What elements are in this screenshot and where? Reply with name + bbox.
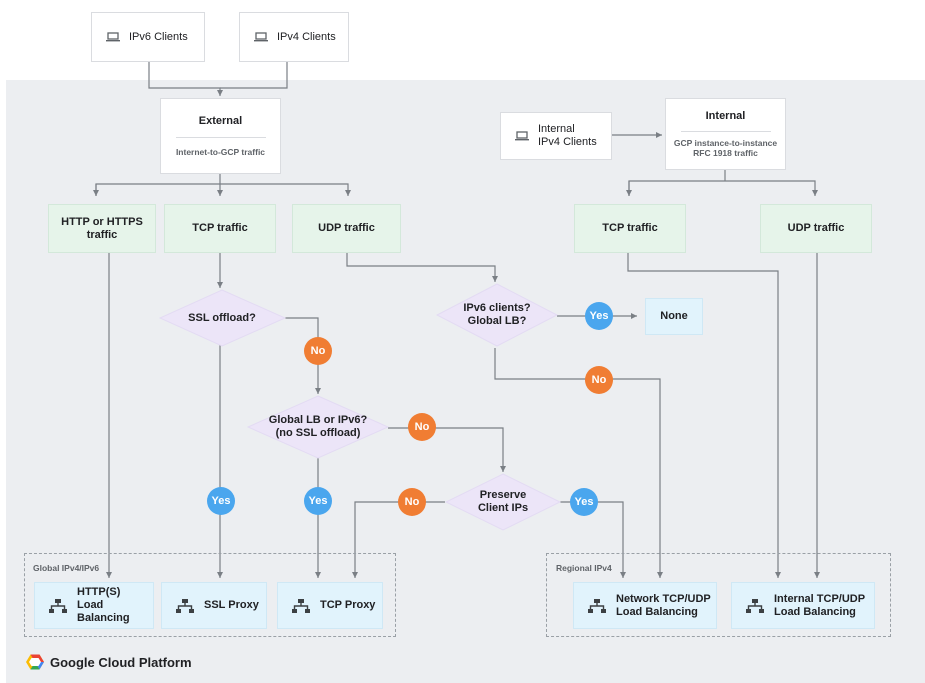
- udp-traffic-internal-label: UDP traffic: [787, 222, 845, 234]
- http-traffic-line2: traffic: [86, 228, 118, 241]
- udp-traffic-external-label: UDP traffic: [318, 222, 375, 234]
- network-icon: [746, 598, 764, 613]
- ipv6-global-line2: Global LB?: [467, 315, 527, 327]
- yes-badge-ssl: Yes: [207, 487, 235, 515]
- network-icon: [176, 598, 194, 613]
- network-lb-line1: Network TCP/UDP: [616, 592, 711, 605]
- yes-badge-preserve: Yes: [570, 488, 598, 516]
- network-icon: [49, 598, 67, 613]
- no-badge-ipv6: No: [585, 366, 613, 394]
- yes-badge-global-lb: Yes: [304, 487, 332, 515]
- gcp-logo-icon: [26, 654, 44, 670]
- global-lb-question: Global LB or IPv6? (no SSL offload): [258, 413, 378, 441]
- laptop-icon: [515, 131, 529, 141]
- ssl-offload-question: SSL offload?: [172, 308, 272, 328]
- internal-subtitle-line2: RFC 1918 traffic: [693, 148, 758, 158]
- ssl-proxy-label: SSL Proxy: [204, 599, 259, 611]
- footer-brand: Google Cloud Platform: [26, 654, 192, 670]
- preserve-ips-line1: Preserve: [479, 489, 527, 501]
- external-box: External Internet-to-GCP traffic: [160, 98, 281, 174]
- udp-traffic-internal-box: UDP traffic: [760, 204, 872, 253]
- regional-group: [546, 553, 891, 637]
- internal-subtitle-line1: GCP instance-to-instance: [673, 138, 778, 148]
- tcp-traffic-internal-box: TCP traffic: [574, 204, 686, 253]
- ipv6-global-question: IPv6 clients? Global LB?: [447, 301, 547, 329]
- ipv6-global-line1: IPv6 clients?: [463, 302, 531, 314]
- laptop-icon: [106, 32, 120, 42]
- tcp-traffic-external-box: TCP traffic: [164, 204, 276, 253]
- yes-badge-ipv6: Yes: [585, 302, 613, 330]
- global-lb-line1: Global LB or IPv6?: [268, 414, 368, 426]
- ipv6-clients-box: IPv6 Clients: [91, 12, 205, 62]
- tcp-proxy-box: TCP Proxy: [277, 582, 383, 629]
- preserve-ips-diamond: [444, 473, 562, 531]
- global-group: [24, 553, 396, 637]
- internal-title: Internal: [705, 110, 746, 122]
- ssl-offload-diamond: [158, 289, 287, 347]
- http-traffic-line1: HTTP or HTTPS: [61, 215, 143, 228]
- ipv6-clients-label: IPv6 Clients: [129, 30, 188, 43]
- internal-box: Internal GCP instance-to-instance RFC 19…: [665, 98, 786, 170]
- global-group-label: Global IPv4/IPv6: [33, 563, 100, 573]
- ipv6-global-diamond: [435, 283, 559, 347]
- tcp-traffic-internal-label: TCP traffic: [602, 222, 658, 234]
- external-title: External: [198, 115, 243, 127]
- https-lb-box: HTTP(S)Load Balancing: [34, 582, 154, 629]
- internal-lb-line1: Internal TCP/UDP: [774, 592, 866, 605]
- laptop-icon: [254, 32, 268, 42]
- no-badge-ssl: No: [304, 337, 332, 365]
- https-lb-line1: HTTP(S): [77, 586, 121, 598]
- https-lb-line2: Load Balancing: [77, 599, 130, 624]
- ssl-proxy-box: SSL Proxy: [161, 582, 267, 629]
- http-https-traffic-box: HTTP or HTTPS traffic: [48, 204, 156, 253]
- udp-traffic-external-box: UDP traffic: [292, 204, 401, 253]
- no-badge-preserve: No: [398, 488, 426, 516]
- footer-brand-text: Google Cloud Platform: [50, 654, 192, 670]
- none-box: None: [645, 298, 703, 335]
- internal-lb-line2: Load Balancing: [774, 605, 856, 618]
- none-label: None: [660, 310, 688, 322]
- network-icon: [292, 598, 310, 613]
- global-lb-line2: (no SSL offload): [275, 427, 361, 439]
- tcp-traffic-external-label: TCP traffic: [192, 222, 248, 234]
- regional-group-label: Regional IPv4: [556, 563, 612, 573]
- internal-clients-line2: IPv4 Clients: [538, 136, 597, 148]
- preserve-ips-line2: Client IPs: [477, 502, 529, 514]
- internal-clients-line1: Internal: [538, 123, 575, 135]
- network-lb-line2: Load Balancing: [616, 605, 698, 618]
- tcp-proxy-label: TCP Proxy: [320, 599, 376, 611]
- ssl-offload-text: SSL offload?: [188, 311, 256, 324]
- preserve-ips-question: Preserve Client IPs: [455, 488, 551, 516]
- network-icon: [588, 598, 606, 613]
- global-lb-diamond: [246, 395, 390, 459]
- ipv4-clients-box: IPv4 Clients: [239, 12, 349, 62]
- no-badge-global-lb: No: [408, 413, 436, 441]
- ipv4-clients-label: IPv4 Clients: [277, 30, 336, 43]
- external-subtitle: Internet-to-GCP traffic: [175, 147, 266, 157]
